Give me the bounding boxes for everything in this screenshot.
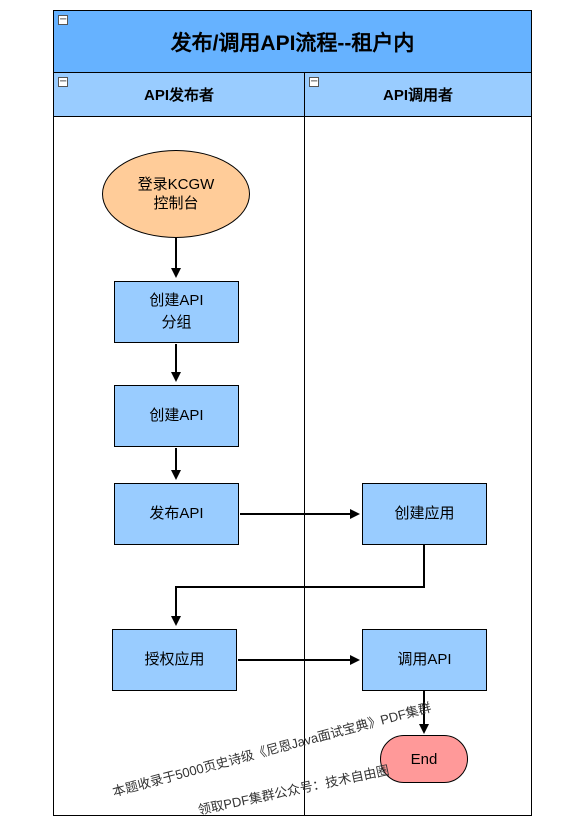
node-publish-api[interactable]: 发布API [114, 483, 239, 545]
lane-body-caller [304, 116, 532, 816]
node-create-api[interactable]: 创建API [114, 385, 239, 447]
lane-header-caller: API调用者 [304, 72, 532, 117]
node-authorize-app-label: 授权应用 [144, 651, 205, 669]
node-create-group[interactable]: 创建API 分组 [114, 281, 239, 343]
pool-title-bar: 发布/调用API流程--租户内 [53, 10, 532, 73]
node-create-app-label: 创建应用 [394, 505, 455, 523]
collapse-lane-publisher-icon[interactable]: − [58, 76, 68, 87]
node-call-api[interactable]: 调用API [362, 629, 487, 691]
node-call-api-label: 调用API [397, 651, 452, 669]
lane-label-publisher: API发布者 [143, 87, 214, 104]
lane-header-publisher: API发布者 [53, 72, 305, 117]
collapse-lane-caller-icon[interactable]: − [309, 76, 319, 87]
collapse-pool-icon[interactable]: − [58, 14, 68, 25]
node-authorize-app[interactable]: 授权应用 [112, 629, 237, 691]
node-end[interactable]: End [380, 735, 468, 783]
node-end-label: End [410, 750, 438, 768]
node-create-app[interactable]: 创建应用 [362, 483, 487, 545]
node-create-group-label: 创建API 分组 [149, 292, 204, 331]
lane-label-caller: API调用者 [382, 87, 453, 104]
node-publish-api-label: 发布API [149, 505, 204, 523]
node-start[interactable]: 登录KCGW 控制台 [102, 150, 250, 238]
edge-create-app-to-authorize [171, 545, 425, 626]
node-create-api-label: 创建API [149, 407, 204, 425]
diagram-title: 发布/调用API流程--租户内 [170, 31, 415, 55]
node-start-label: 登录KCGW 控制台 [137, 175, 215, 213]
